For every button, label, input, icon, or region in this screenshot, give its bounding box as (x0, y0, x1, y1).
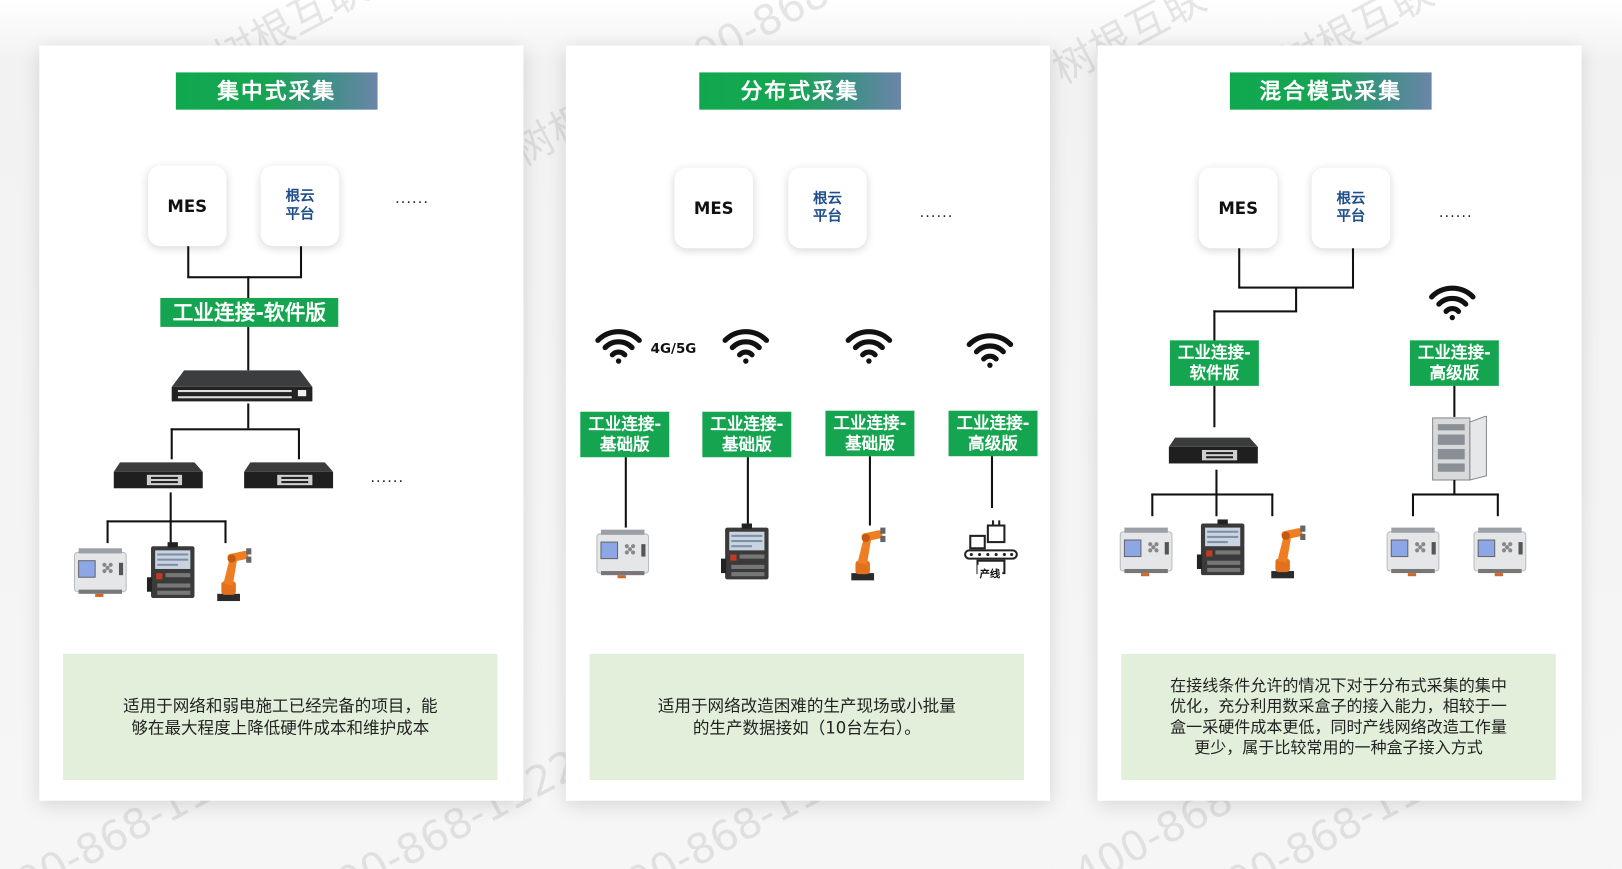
mes-system-box: MES (147, 165, 227, 247)
connector-advanced-tag: 工业连接- 高级版 (1409, 340, 1499, 386)
industrial-robot-icon (1263, 521, 1309, 579)
panel-description: 在接线条件允许的情况下对于分布式采集的集中 优化，充分利用数采盒子的接入能力，相… (1121, 653, 1556, 781)
more-switches-ellipsis: ...... (370, 469, 405, 487)
access-switch-icon (112, 459, 205, 490)
connector-software-tag: 工业连接-软件版 (160, 297, 339, 327)
panel-distributed: 分布式采集 MES 根云 平台 ...... 4G/5G 工业连接- 基础版 工… (565, 45, 1050, 801)
wireless-signal-icon (845, 327, 893, 364)
connector-basic-tag: 工业连接- 基础版 (580, 411, 670, 458)
connector-basic-tag: 工业连接- 基础版 (702, 411, 792, 458)
connector-advanced-tag: 工业连接- 高级版 (948, 410, 1038, 457)
connector-software-tag: 工业连接- 软件版 (1169, 340, 1259, 386)
access-switch-icon (1167, 434, 1260, 465)
panel-centralized: 集中式采集 MES 根云 平台 ...... 工业连接-软件版 ...... 适… (39, 45, 524, 801)
mes-system-box: MES (1198, 167, 1278, 249)
wireless-signal-icon (1429, 283, 1477, 320)
cnc-controller-icon (147, 542, 199, 602)
access-switch-icon (242, 459, 335, 490)
connector-basic-tag: 工业连接- 基础版 (825, 410, 915, 457)
cnc-controller-icon (721, 523, 773, 583)
panel-title: 集中式采集 (175, 72, 378, 110)
industrial-robot-icon (843, 523, 889, 581)
rootcloud-platform-box: 根云 平台 (788, 167, 867, 249)
wireless-signal-icon (722, 327, 770, 364)
wireless-signal-icon (595, 327, 643, 364)
panel-hybrid: 混合模式采集 MES 根云 平台 ...... 工业连接- 软件版 工业连接- … (1097, 45, 1582, 801)
core-switch-icon (170, 368, 315, 403)
wireless-signal-icon (966, 331, 1014, 368)
more-systems-ellipsis: ...... (395, 190, 429, 207)
rootcloud-platform-box: 根云 平台 (260, 165, 340, 247)
rootcloud-platform-box: 根云 平台 (1311, 167, 1391, 249)
plc-device-icon (1472, 526, 1530, 578)
panel-description: 适用于网络改造困难的生产现场或小批量 的生产数据接如（10台左右）。 (589, 653, 1025, 781)
production-line-label: 产线 (977, 564, 1003, 581)
plc-device-icon (1118, 526, 1176, 578)
plc-device-icon (1385, 526, 1443, 578)
cnc-controller-icon (1197, 519, 1249, 579)
network-type-label: 4G/5G (650, 341, 697, 357)
plc-device-icon (595, 528, 653, 580)
more-systems-ellipsis: ...... (1438, 204, 1473, 222)
panel-title: 混合模式采集 (1229, 72, 1432, 110)
industrial-robot-icon (209, 544, 255, 602)
plc-device-icon (72, 546, 130, 598)
more-systems-ellipsis: ...... (919, 204, 954, 222)
panel-description: 适用于网络和弱电施工已经完备的项目，能 够在最大程度上降低硬件成本和维护成本 (63, 653, 498, 781)
mes-system-box: MES (674, 167, 754, 249)
control-cabinet-icon (1429, 416, 1491, 482)
panel-title: 分布式采集 (699, 72, 901, 110)
